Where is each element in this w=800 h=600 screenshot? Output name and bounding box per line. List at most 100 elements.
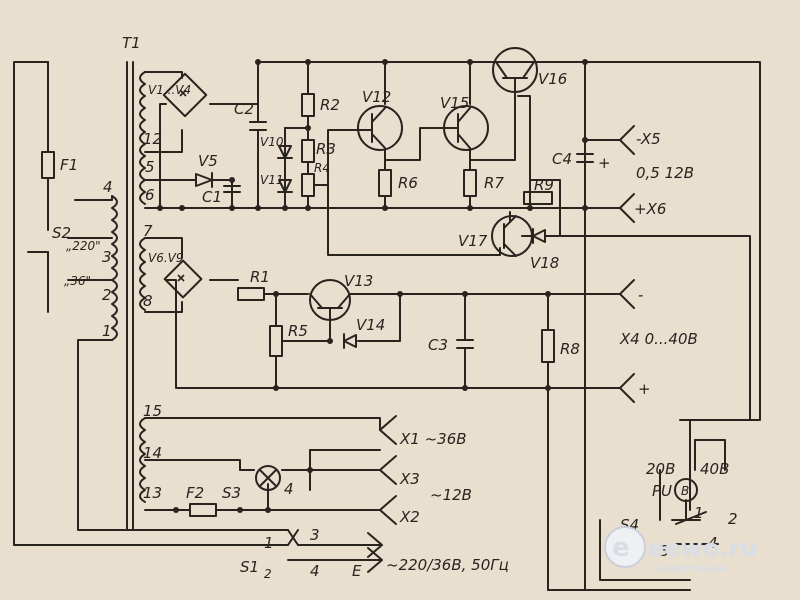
diode-v5 [195,172,213,188]
capacitor-c3-label: C3 [428,336,448,354]
capacitor-c3 [456,339,474,349]
bridge-v6-v9-label: V6.V9 [148,251,184,265]
resistor-r5 [269,325,283,357]
junction-dots [157,59,588,513]
resistor-r8 [541,329,555,363]
resistor-r1-label: R1 [250,268,270,286]
terminal-x2-label: X2 [399,508,420,526]
svg-text:ЭЛЕКТРОНИК: ЭЛЕКТРОНИК [656,565,727,575]
lamp-mark: 4 [284,480,294,498]
switch-s2-label: S2 [52,224,71,242]
svg-text:e: e [612,533,630,563]
selector-s1-label: S1 [240,558,259,576]
diode-v11-label: V11 [260,173,283,187]
transistor-v16 [492,47,538,93]
switch-s4-contacts [675,511,719,545]
resistor-r5-label: R5 [288,322,308,340]
terminal-x2-x3-voltage: ~12В [430,486,472,504]
terminal-x4-minus-label: - [638,286,643,304]
switch-s4-c3: 3 [660,542,670,560]
tap-12: 12 [143,130,162,148]
terminal-x4-plus [619,373,635,403]
transistor-v13 [309,279,351,321]
fuse-f2-label: F2 [186,484,204,502]
resistor-r7 [463,169,477,197]
resistor-r9-label: R9 [534,176,554,194]
transistor-v12-label: V12 [362,88,391,106]
diode-v14-label: V14 [356,316,385,334]
selector-s1-c2: 2 [264,567,272,581]
switch-s2-220: „220" [66,239,101,253]
voltmeter-label: PU [652,482,672,500]
transistor-v16-label: V16 [538,70,567,88]
terminal-x6 [619,193,635,223]
resistor-r4 [301,173,315,197]
transformer-label: T1 [122,34,141,52]
tap-2: 2 [102,286,112,304]
watermark-logo: e eewo.ru ЭЛЕКТРОНИК [604,526,757,575]
resistor-r3 [301,139,315,163]
resistor-r2 [301,93,315,117]
terminal-x5 [619,125,635,155]
capacitor-c2 [249,121,267,131]
terminal-x3-label: X3 [399,470,420,488]
fuse-f2 [189,503,217,517]
diode-v5-label: V5 [198,152,218,170]
diode-v18-label: V18 [530,254,559,272]
meter-range-20: 20В [646,460,675,478]
transistor-v17-label: V17 [458,232,488,250]
adjustable-supply-wiring [144,237,621,591]
resistor-r1 [237,287,265,301]
tap-14: 14 [143,444,162,462]
transistor-v12 [357,105,403,151]
tap-4: 4 [103,178,113,196]
resistor-r4-label: R4 [314,161,330,175]
fuse-f1-label: F1 [60,156,78,174]
switch-s2-36: „36" [64,274,91,288]
terminal-x4-label: X4 0...40В [619,330,698,348]
terminal-x5-range: 0,5 12В [636,164,694,182]
capacitor-c1 [223,185,241,193]
mains-plug-voltage: ~220/36В, 50Гц [386,556,509,574]
capacitor-c4-label: C4 [552,150,572,168]
transformer-t1 [111,61,146,531]
voltmeter-pu [674,478,698,502]
tap-7: 7 [143,222,153,240]
resistor-r6-label: R6 [398,174,418,192]
tap-3: 3 [102,248,112,266]
resistor-r7-label: R7 [484,174,504,192]
svg-text:eewo.ru: eewo.ru [648,534,757,562]
meter-range-40: 40В [700,460,729,478]
diode-v14 [343,333,357,349]
transistor-v13-label: V13 [344,272,373,290]
fuse-f1 [41,151,55,179]
capacitor-c2-label: C2 [234,100,254,118]
tap-6: 6 [145,186,155,204]
tap-1: 1 [102,322,112,340]
diode-v11 [277,179,293,193]
bridge-v1-v4 [162,72,208,118]
capacitor-c1-label: C1 [202,188,222,206]
terminal-x4-plus-label: + [638,380,651,398]
resistor-r2-label: R2 [320,96,340,114]
diode-v10 [277,145,293,159]
switch-s3-label: S3 [222,484,241,502]
terminal-x5-label: -X5 [636,130,661,148]
mains-plug [367,532,383,573]
selector-s1-c4: 4 [310,562,320,580]
bridge-v6-v9 [163,259,203,299]
bridge-v1-v4-label: V1...V4 [148,83,191,97]
resistor-r9 [523,191,553,205]
resistor-r3-label: R3 [316,140,336,158]
terminal-x3 [379,455,397,485]
mains-plug-label: E [352,562,362,580]
capacitor-c4-plus: + [598,154,611,172]
terminal-x1 [379,415,397,445]
transistor-v15-label: V15 [440,94,469,112]
tap-13: 13 [143,484,162,502]
transistor-v15 [443,105,489,151]
terminal-x6-label: +X6 [634,200,666,218]
switch-s4-c1: 1 [694,504,704,522]
switch-s4-c2: 2 [728,510,738,528]
